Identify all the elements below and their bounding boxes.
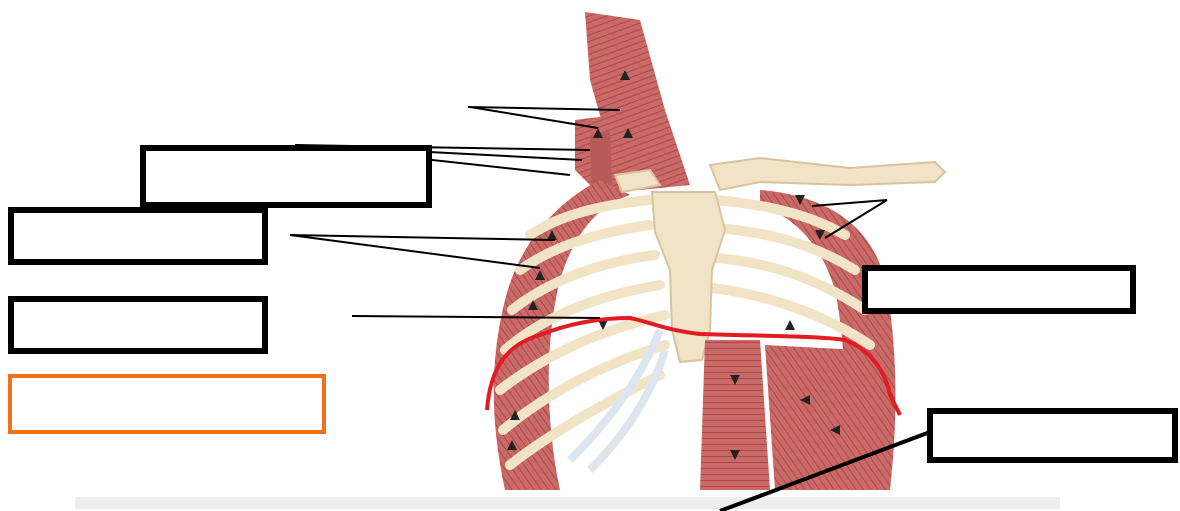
sternum bbox=[652, 192, 725, 362]
baseline-strip bbox=[75, 497, 1060, 509]
label-box[interactable] bbox=[8, 207, 268, 265]
left-costal-cartilage bbox=[570, 330, 665, 470]
abdominal-muscles bbox=[700, 340, 880, 490]
label-box-highlighted[interactable] bbox=[8, 374, 326, 434]
label-box[interactable] bbox=[8, 296, 268, 354]
label-box[interactable] bbox=[927, 408, 1178, 463]
label-box[interactable] bbox=[140, 145, 432, 208]
clavicle bbox=[710, 158, 945, 190]
neck-muscles bbox=[575, 12, 690, 195]
label-box[interactable] bbox=[862, 265, 1136, 314]
left-clavicle-end bbox=[615, 170, 660, 192]
